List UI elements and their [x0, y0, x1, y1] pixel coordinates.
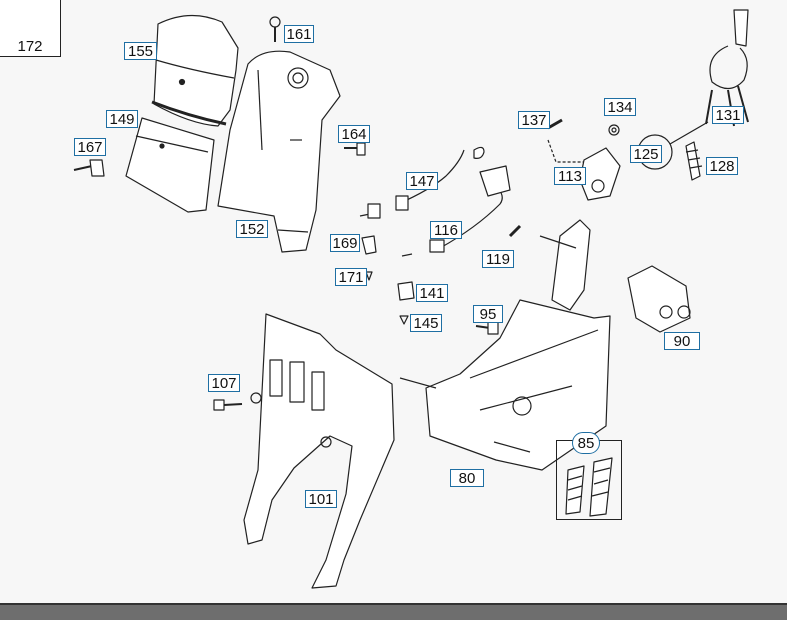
part-95-label[interactable]: 95	[473, 305, 503, 323]
part-171-label[interactable]: 171	[335, 268, 367, 286]
part-80-label[interactable]: 80	[450, 469, 484, 487]
screw-161-part	[269, 16, 281, 42]
part-167-label[interactable]: 167	[74, 138, 106, 156]
part-113-label[interactable]: 113	[554, 167, 586, 185]
bracket-part	[243, 313, 395, 589]
bottom-scrollbar[interactable]	[0, 603, 787, 620]
part-172-label[interactable]: 172	[17, 38, 43, 55]
key-set-part	[637, 9, 749, 170]
part-169-label[interactable]: 169	[330, 234, 360, 252]
part-149-label[interactable]: 149	[106, 110, 138, 128]
ignition-lock-part	[547, 118, 621, 201]
part-119-label[interactable]: 119	[482, 250, 514, 268]
clip-167-part	[73, 159, 105, 177]
column-cover-part	[217, 50, 341, 253]
bolt-164-part	[344, 142, 366, 156]
part-147-label[interactable]: 147	[406, 172, 438, 190]
part-131-label[interactable]: 131	[712, 106, 744, 124]
part-116-label[interactable]: 116	[430, 221, 462, 239]
part-137-label[interactable]: 137	[518, 111, 550, 129]
part-152-label[interactable]: 152	[236, 220, 268, 238]
switch-block-part	[627, 265, 691, 333]
bolt-107-part	[213, 399, 243, 411]
part-141-label[interactable]: 141	[416, 284, 448, 302]
part-125-label[interactable]: 125	[630, 145, 662, 163]
part-101-label[interactable]: 101	[305, 490, 337, 508]
part-172-frame: 172	[0, 0, 61, 57]
part-134-label[interactable]: 134	[604, 98, 636, 116]
part-128-label[interactable]: 128	[706, 157, 738, 175]
springs-85-part	[565, 457, 613, 517]
upper-trim-part	[151, 14, 239, 127]
part-155-label[interactable]: 155	[124, 42, 157, 60]
part-161-label[interactable]: 161	[284, 25, 314, 43]
part-85-label[interactable]: 85	[572, 432, 600, 454]
wiring-harness-part	[359, 146, 522, 325]
part-164-label[interactable]: 164	[338, 125, 370, 143]
part-90-label[interactable]: 90	[664, 332, 700, 350]
part-107-label[interactable]: 107	[208, 374, 240, 392]
part-145-label[interactable]: 145	[410, 314, 442, 332]
steering-column-part	[399, 219, 611, 471]
lower-trim-part	[125, 117, 215, 213]
spring-128-part	[685, 141, 703, 181]
